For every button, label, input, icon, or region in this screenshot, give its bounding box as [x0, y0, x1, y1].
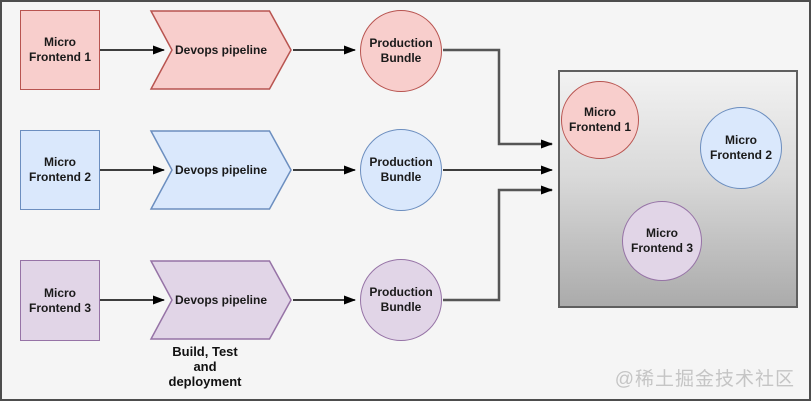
micro-frontend-source-1-label: Micro Frontend 1	[29, 35, 91, 64]
micro-frontend-source-3: Micro Frontend 3	[20, 260, 100, 341]
production-bundle-2: Production Bundle	[360, 129, 442, 211]
micro-frontend-source-3-label: Micro Frontend 3	[29, 285, 91, 315]
production-bundle-2-label: Production Bundle	[369, 155, 433, 184]
micro-frontend-source-1: Micro Frontend 1	[20, 10, 100, 90]
deployed-micro-frontend-3-label: Micro Frontend 3	[631, 226, 693, 255]
devops-pipeline-2: Devops pipeline	[149, 130, 292, 210]
watermark: @稀土掘金技术社区	[614, 369, 795, 390]
deployed-micro-frontend-2: Micro Frontend 2	[700, 107, 782, 189]
pipeline-caption-line-3: deployment	[168, 373, 242, 389]
chevron-shape-icon	[149, 10, 292, 90]
micro-frontend-source-2-label: Micro Frontend 2	[29, 155, 91, 184]
devops-pipeline-2-label: Devops pipeline	[174, 163, 268, 177]
production-bundle-3: Production Bundle	[360, 259, 442, 341]
devops-pipeline-1: Devops pipeline	[149, 10, 292, 90]
devops-pipeline-1-label: Devops pipeline	[174, 43, 268, 57]
deployed-micro-frontend-2-label: Micro Frontend 2	[710, 133, 772, 162]
deployed-micro-frontend-1-label: Micro Frontend 1	[569, 105, 631, 134]
deployed-micro-frontend-3: Micro Frontend 3	[622, 201, 702, 281]
production-bundle-3-label: Production Bundle	[369, 285, 433, 314]
devops-pipeline-3-label: Devops pipeline	[174, 293, 268, 307]
pipeline-caption: Build, Test and deployment	[145, 344, 265, 390]
chevron-shape-icon	[149, 130, 292, 210]
production-bundle-1-label: Production Bundle	[369, 36, 433, 65]
deployed-micro-frontend-1: Micro Frontend 1	[561, 81, 639, 159]
production-bundle-1: Production Bundle	[360, 10, 442, 92]
devops-pipeline-3: Devops pipeline	[149, 260, 292, 340]
micro-frontend-source-2: Micro Frontend 2	[20, 130, 100, 210]
pipeline-caption-line-2: and	[193, 358, 217, 374]
pipeline-caption-line-1: Build, Test	[172, 344, 238, 359]
chevron-shape-icon	[149, 260, 292, 340]
